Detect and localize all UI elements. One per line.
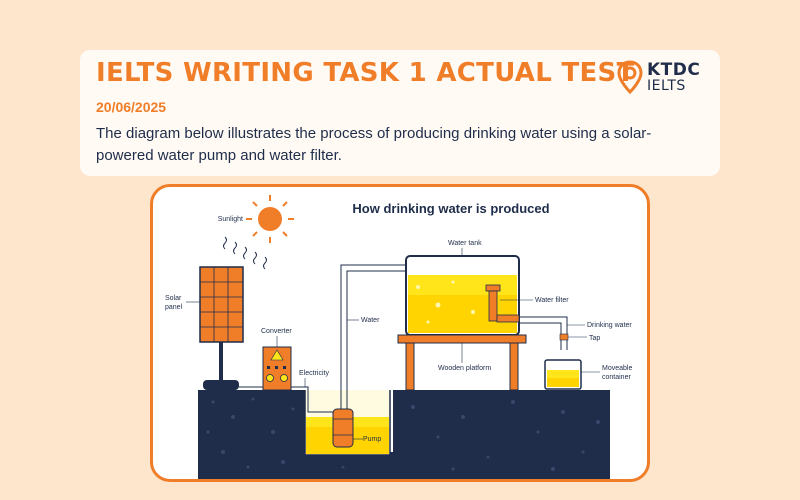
ktdc-logo: KTDC IELTS: [617, 60, 717, 94]
sun-icon: [246, 195, 294, 243]
label-water: Water: [361, 317, 380, 324]
map-pin-icon: [617, 60, 643, 94]
ground: [198, 390, 610, 479]
label-electricity: Electricity: [299, 370, 329, 377]
label-underground-well: Underground well: [313, 462, 368, 469]
water-tank: [405, 255, 520, 336]
pump: [332, 408, 354, 448]
label-converter: Converter: [261, 328, 292, 335]
page-title: IELTS WRITING TASK 1 ACTUAL TEST: [96, 58, 635, 88]
label-tap: Tap: [589, 335, 600, 342]
label-drinking-water: Drinking water: [587, 322, 632, 329]
sunlight-rays: [223, 236, 267, 270]
label-water-tank: Water tank: [448, 240, 482, 247]
wooden-platform: [397, 334, 527, 391]
label-solar-panel-2: panel: [165, 304, 183, 311]
label-wooden-platform: Wooden platform: [438, 365, 491, 372]
label-solar-panel-1: Solar: [165, 295, 182, 302]
label-pump: Pump: [363, 436, 381, 443]
label-moveable-container-2: container: [602, 374, 631, 381]
process-diagram: How drinking water is produced: [165, 195, 632, 479]
water-filter: [485, 284, 520, 323]
diagram-title: How drinking water is produced: [352, 201, 549, 216]
converter: [262, 346, 292, 391]
task-description: The diagram below illustrates the proces…: [96, 125, 652, 164]
outlet-pipe: [519, 316, 568, 350]
label-moveable-container-1: Moveable: [602, 365, 632, 372]
solar-panel: [199, 266, 244, 390]
label-water-filter: Water filter: [535, 297, 569, 304]
logo-text-ktdc: KTDC: [647, 60, 701, 80]
tap-icon: [559, 333, 569, 341]
test-date: 20/06/2025: [96, 99, 167, 115]
logo-text-ielts: IELTS: [647, 78, 686, 94]
header-card: IELTS WRITING TASK 1 ACTUAL TEST KTDC IE…: [80, 50, 720, 176]
diagram-card: How drinking water is produced: [150, 184, 650, 482]
label-sunlight: Sunlight: [218, 216, 243, 223]
moveable-container: [544, 359, 582, 390]
